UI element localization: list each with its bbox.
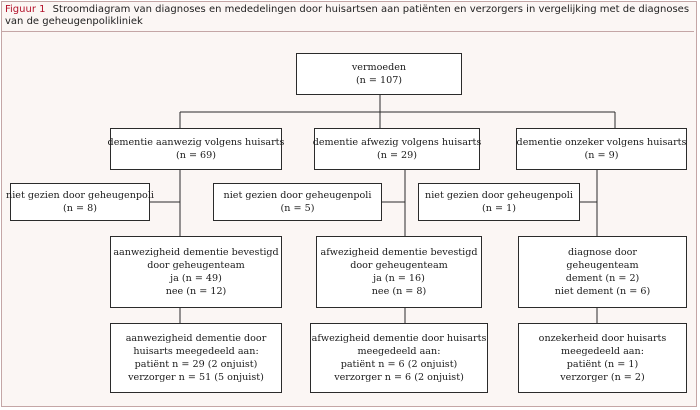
node-dementia-absent: dementie afwezig volgens huisarts (n = 2… bbox=[312, 128, 482, 170]
caption-text: Stroomdiagram van diagnoses en mededelin… bbox=[5, 4, 690, 27]
node-told-present: aanwezigheid dementie door huisarts meeg… bbox=[110, 323, 282, 393]
node-line: aanwezigheid dementie door bbox=[125, 333, 267, 344]
node-line: (n = 8) bbox=[63, 203, 97, 214]
node-line: (n = 5) bbox=[280, 203, 315, 214]
node-not-seen-1: niet gezien door geheugenpoli (n = 8) bbox=[6, 183, 154, 221]
node-line: niet gezien door geheugenpoli bbox=[425, 190, 573, 201]
node-line: dementie afwezig volgens huisarts bbox=[312, 137, 482, 148]
node-line: dementie onzeker volgens huisarts bbox=[516, 137, 687, 148]
node-line: niet gezien door geheugenpoli bbox=[223, 190, 372, 201]
node-line: patiënt n = 6 (2 onjuist) bbox=[340, 359, 458, 370]
node-line: afwezigheid dementie door huisarts bbox=[311, 333, 487, 344]
node-line: door geheugenteam bbox=[147, 260, 245, 271]
node-line: dement (n = 2) bbox=[565, 273, 640, 284]
node-line: (n = 1) bbox=[482, 203, 516, 214]
node-line: (n = 9) bbox=[584, 150, 619, 161]
node-line: nee (n = 12) bbox=[165, 286, 227, 297]
node-not-seen-2: niet gezien door geheugenpoli (n = 5) bbox=[213, 183, 382, 221]
node-suspicion: vermoeden (n = 107) bbox=[296, 53, 462, 95]
node-line: (n = 29) bbox=[376, 150, 417, 161]
node-line: afwezigheid dementie bevestigd bbox=[320, 247, 478, 258]
node-told-absent: afwezigheid dementie door huisarts meege… bbox=[310, 323, 488, 393]
node-diagnosis: diagnose door geheugenteam dement (n = 2… bbox=[518, 236, 687, 308]
node-line: dementie aanwezig volgens huisarts bbox=[107, 137, 285, 148]
node-line: nee (n = 8) bbox=[371, 286, 427, 297]
figure-caption: Figuur 1 Stroomdiagram van diagnoses en … bbox=[5, 4, 693, 28]
node-line: verzorger (n = 2) bbox=[560, 372, 645, 383]
caption-divider bbox=[2, 31, 694, 32]
node-dementia-present: dementie aanwezig volgens huisarts (n = … bbox=[107, 128, 285, 170]
node-line: (n = 69) bbox=[175, 150, 216, 161]
node-line: niet gezien door geheugenpoli bbox=[6, 190, 154, 201]
node-line: geheugenteam bbox=[566, 260, 639, 271]
node-line: aanwezigheid dementie bevestigd bbox=[113, 247, 279, 258]
node-line: vermoeden bbox=[351, 62, 407, 73]
node-line: meegedeeld aan: bbox=[561, 346, 644, 357]
node-confirm-absent: afwezigheid dementie bevestigd door gehe… bbox=[316, 236, 482, 308]
node-told-uncertain: onzekerheid door huisarts meegedeeld aan… bbox=[518, 323, 687, 393]
node-line: meegedeeld aan: bbox=[357, 346, 441, 357]
node-not-seen-3: niet gezien door geheugenpoli (n = 1) bbox=[418, 183, 580, 221]
node-line: ja (n = 49) bbox=[170, 273, 222, 284]
node-line: (n = 107) bbox=[355, 75, 403, 86]
node-line: door geheugenteam bbox=[350, 260, 448, 271]
node-line: patiënt n = 29 (2 onjuist) bbox=[134, 359, 258, 370]
node-line: diagnose door bbox=[568, 247, 637, 258]
node-confirm-present: aanwezigheid dementie bevestigd door geh… bbox=[110, 236, 282, 308]
node-line: huisarts meegedeeld aan: bbox=[133, 346, 259, 357]
node-dementia-uncertain: dementie onzeker volgens huisarts (n = 9… bbox=[516, 128, 687, 170]
node-line: verzorger n = 51 (5 onjuist) bbox=[128, 372, 264, 383]
node-line: verzorger n = 6 (2 onjuist) bbox=[334, 372, 464, 383]
node-line: patiënt (n = 1) bbox=[566, 359, 639, 370]
node-line: ja (n = 16) bbox=[373, 273, 425, 284]
node-line: onzekerheid door huisarts bbox=[538, 333, 667, 344]
figure-label: Figuur 1 bbox=[5, 4, 46, 15]
node-line: niet dement (n = 6) bbox=[554, 286, 651, 297]
